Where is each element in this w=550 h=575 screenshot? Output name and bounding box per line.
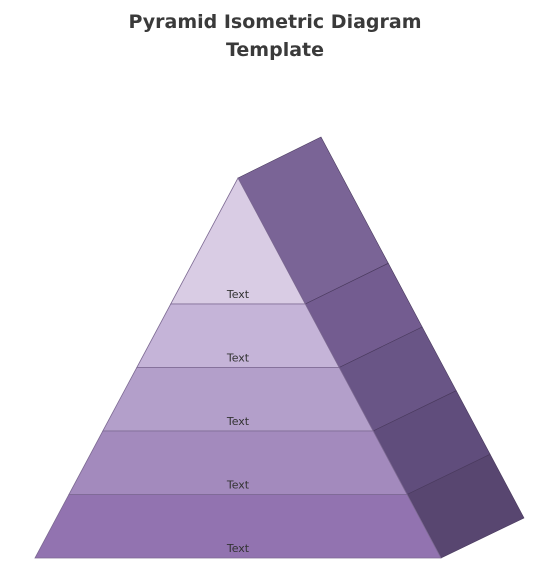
title-line-2: Template <box>225 39 325 61</box>
pyramid-side-faces <box>237 136 525 559</box>
pyramid-level-1-label: Text <box>226 288 250 301</box>
pyramid-level-4-label: Text <box>226 479 250 492</box>
diagram-title: Pyramid Isometric Diagram Template <box>0 8 550 64</box>
title-line-1: Pyramid Isometric Diagram <box>128 11 422 33</box>
pyramid-level-5-label: Text <box>226 542 250 555</box>
pyramid-level-5[interactable] <box>34 494 442 559</box>
pyramid-level-2-label: Text <box>226 352 250 365</box>
pyramid-front-faces <box>34 177 442 559</box>
pyramid-level-3-label: Text <box>226 415 250 428</box>
